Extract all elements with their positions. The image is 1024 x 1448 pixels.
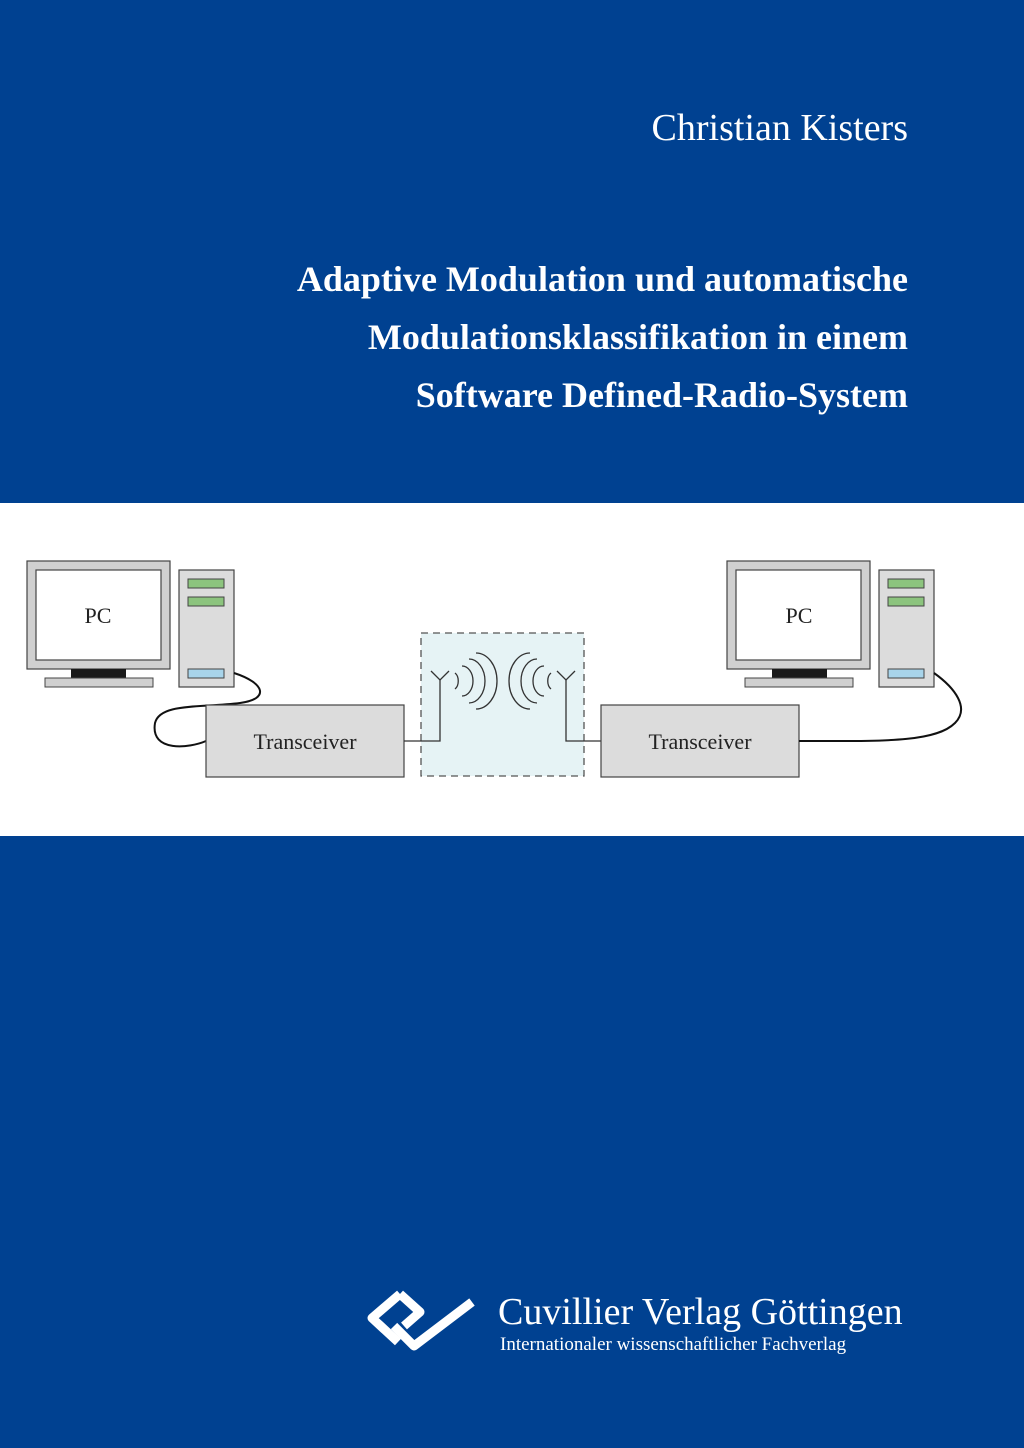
right-cable <box>798 672 962 743</box>
left-transceiver-label: Transceiver <box>253 729 357 754</box>
right-transceiver-box <box>600 704 800 778</box>
right-pc-label: PC <box>786 603 813 628</box>
book-title: Adaptive Modulation und automatische Mod… <box>297 250 908 424</box>
title-line-2: Modulationsklassifikation in einem <box>367 317 908 357</box>
left-monitor-icon: PC <box>26 560 171 688</box>
publisher-tagline: Internationaler wissenschaftlicher Fachv… <box>500 1334 847 1355</box>
publisher-block: Cuvillier Verlag Göttingen International… <box>360 1288 920 1368</box>
left-cable <box>153 672 262 748</box>
left-tower-icon <box>178 569 235 688</box>
publisher-logo-icon <box>367 1290 475 1351</box>
diagram-band: PC Transceiver <box>0 503 1024 836</box>
left-antenna-icon <box>404 652 498 742</box>
title-line-3: Software Defined-Radio-System <box>415 375 908 415</box>
sdr-system-diagram: PC Transceiver <box>26 560 962 778</box>
right-antenna-icon <box>508 652 601 742</box>
title-line-1: Adaptive Modulation und automatische <box>296 259 908 299</box>
right-transceiver-label: Transceiver <box>648 729 752 754</box>
left-pc-label: PC <box>85 603 112 628</box>
right-tower-icon <box>878 569 935 688</box>
radio-channel-box <box>420 632 585 777</box>
publisher-name: Cuvillier Verlag Göttingen <box>498 1291 903 1333</box>
author-name: Christian Kisters <box>651 107 908 149</box>
right-monitor-icon: PC <box>726 560 871 688</box>
